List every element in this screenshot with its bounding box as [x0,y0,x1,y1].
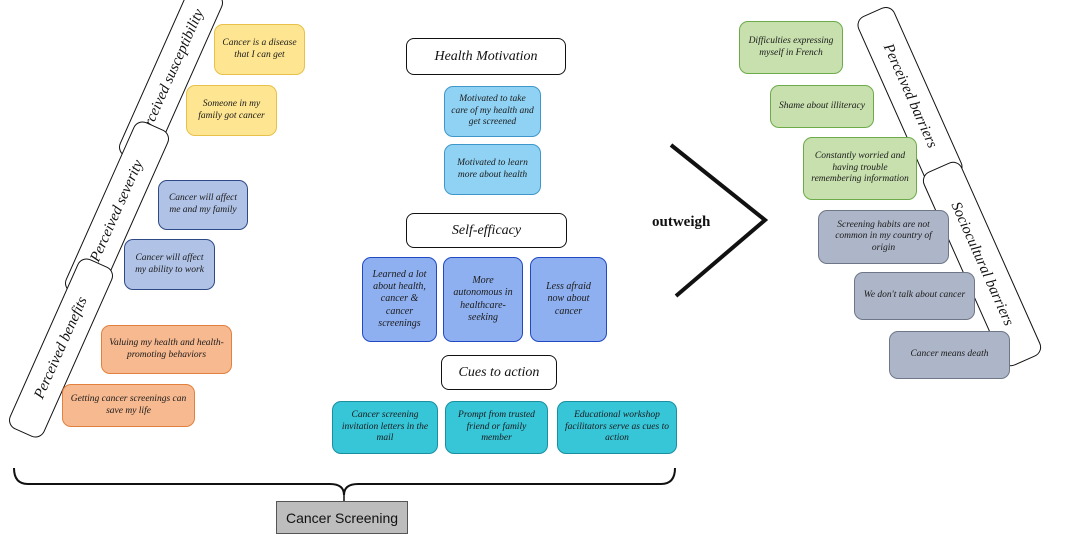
outweigh-chevron [669,143,769,298]
severity-item: Cancer will affect me and my family [158,180,248,230]
bottom-curly-brace [13,467,676,496]
motivation-item: Motivated to learn more about health [444,144,541,195]
sociocultural-item: We don't talk about cancer [854,272,975,320]
susceptibility-item: Cancer is a disease that I can get [214,24,305,75]
motivation-item: Motivated to take care of my health and … [444,86,541,137]
cues-item: Cancer screening invitation letters in t… [332,401,438,454]
barrier-item: Constantly worried and having trouble re… [803,137,917,200]
susceptibility-item: Someone in my family got cancer [186,85,277,136]
benefits-item: Valuing my health and health-promoting b… [101,325,232,374]
cancer-screening-label: Cancer Screening [276,501,408,534]
severity-item: Cancer will affect my ability to work [124,239,215,290]
health-motivation-heading: Health Motivation [406,38,566,75]
self-efficacy-item: Learned a lot about health, cancer & can… [362,257,437,342]
outweigh-label: outweigh [652,214,711,230]
cues-item: Educational workshop facilitators serve … [557,401,677,454]
self-efficacy-item: More autonomous in healthcare-seeking [443,257,523,342]
sociocultural-item: Screening habits are not common in my co… [818,210,949,264]
self-efficacy-heading: Self-efficacy [406,213,567,248]
cues-to-action-heading: Cues to action [441,355,557,390]
self-efficacy-item: Less afraid now about cancer [530,257,607,342]
sociocultural-item: Cancer means death [889,331,1010,379]
cues-item: Prompt from trusted friend or family mem… [445,401,548,454]
barrier-item: Difficulties expressing myself in French [739,21,843,74]
benefits-item: Getting cancer screenings can save my li… [62,384,195,427]
barrier-item: Shame about illiteracy [770,85,874,128]
